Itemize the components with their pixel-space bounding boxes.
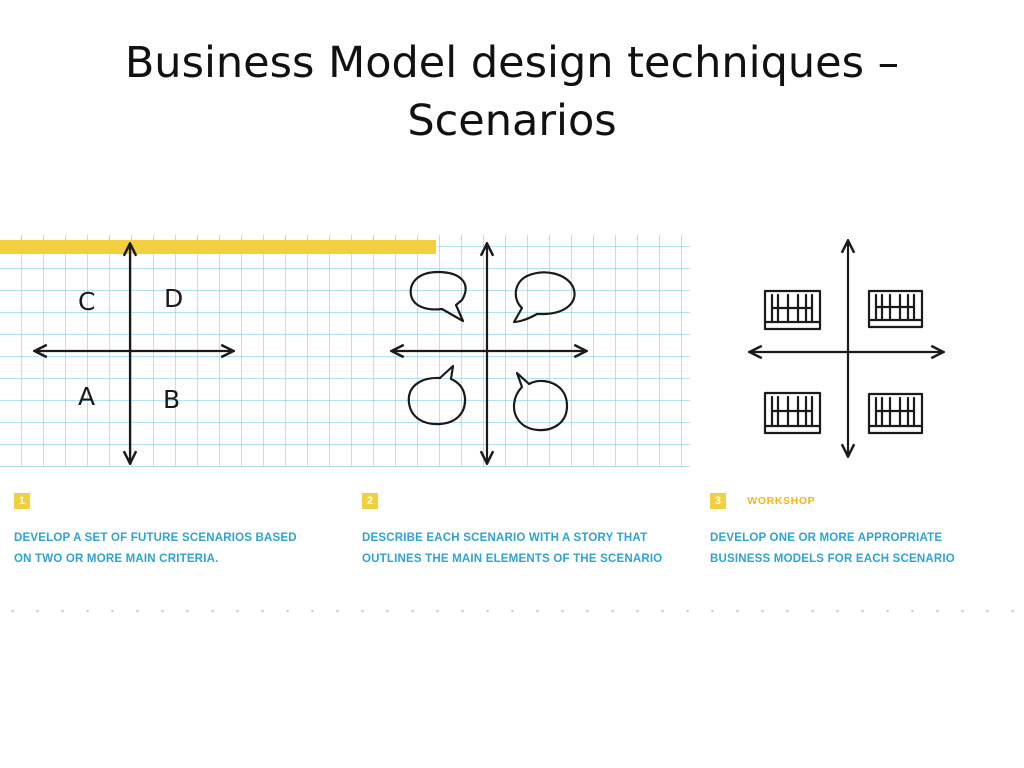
- step-description-line: DEVELOP ONE OR MORE APPROPRIATE: [710, 532, 943, 544]
- scenario-sketches: C D A B: [0, 235, 1024, 467]
- canvas-sketch-top-left-icon: [763, 289, 822, 331]
- quadrant-label-b: B: [163, 385, 180, 414]
- quadrant-label-a: A: [78, 382, 95, 411]
- speech-bubble-bottom-left-icon: [407, 364, 467, 426]
- canvas-sketch-bottom-left-icon: [763, 391, 822, 435]
- speech-bubble-top-right-icon: [512, 271, 576, 324]
- step-description-line: ON TWO OR MORE MAIN CRITERIA.: [14, 553, 219, 565]
- step-number-badge: 3: [710, 493, 726, 509]
- speech-bubble-top-left-icon: [409, 270, 467, 323]
- quadrant-label-d: D: [164, 284, 183, 313]
- dotted-divider: [0, 609, 1024, 613]
- panel-3-sketch: [751, 242, 942, 455]
- highlight-strip: [0, 240, 436, 254]
- panel-2-sketch: [393, 245, 585, 462]
- panel-1-sketch: [36, 245, 232, 462]
- step-description-line: DEVELOP A SET OF FUTURE SCENARIOS BASED: [14, 532, 297, 544]
- canvas-sketch-bottom-right-icon: [867, 392, 924, 435]
- step-3: 3 WORKSHOP DEVELOP ONE OR MORE APPROPRIA…: [710, 493, 1024, 570]
- step-1: 1 DEVELOP A SET OF FUTURE SCENARIOS BASE…: [14, 493, 354, 570]
- step-description: DEVELOP ONE OR MORE APPROPRIATE BUSINESS…: [710, 528, 1024, 570]
- step-description-line: BUSINESS MODELS FOR EACH SCENARIO: [710, 553, 955, 565]
- quadrant-label-c: C: [78, 287, 95, 316]
- step-2: 2 DESCRIBE EACH SCENARIO WITH A STORY TH…: [362, 493, 702, 570]
- workshop-tag: WORKSHOP: [747, 495, 816, 507]
- step-number-badge: 1: [14, 493, 30, 509]
- step-description: DEVELOP A SET OF FUTURE SCENARIOS BASED …: [14, 528, 354, 570]
- canvas-sketch-top-right-icon: [867, 289, 924, 329]
- speech-bubble-bottom-right-icon: [512, 371, 569, 432]
- title-line-1: Business Model design techniques –: [124, 38, 900, 88]
- step-description-line: OUTLINES THE MAIN ELEMENTS OF THE SCENAR…: [362, 553, 663, 565]
- slide-title: Business Model design techniques – Scena…: [0, 34, 1024, 150]
- step-description-line: DESCRIBE EACH SCENARIO WITH A STORY THAT: [362, 532, 648, 544]
- title-line-2: Scenarios: [407, 96, 617, 146]
- step-description: DESCRIBE EACH SCENARIO WITH A STORY THAT…: [362, 528, 702, 570]
- step-number-badge: 2: [362, 493, 378, 509]
